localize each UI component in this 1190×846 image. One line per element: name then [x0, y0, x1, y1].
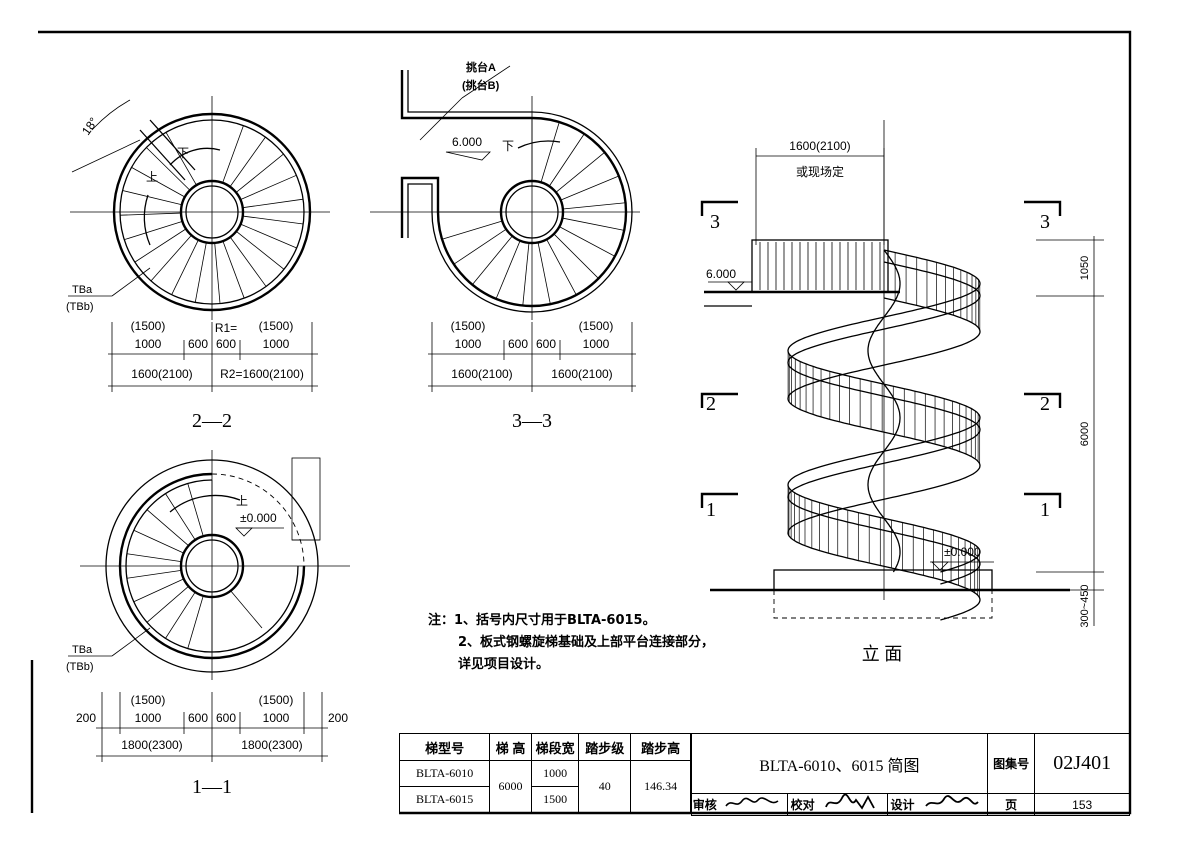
svg-text:1000: 1000: [583, 337, 610, 351]
level-6000: 6.000: [452, 135, 482, 149]
note-1: 1、括号内尺寸用于BLTA-6015。: [454, 613, 656, 628]
down-label: 下: [177, 146, 189, 160]
row-width: 1000: [530, 760, 580, 787]
view-title: 立 面: [862, 644, 903, 664]
level-top: 6.000: [706, 267, 736, 281]
design-label: 设计: [886, 793, 918, 816]
plan-2-2: 18° 下 上 TBa (TBb) (1500) 1000 600 R1= 60…: [66, 96, 330, 432]
down-label: 下: [502, 139, 514, 153]
up-label: 上: [236, 494, 248, 508]
svg-text:(1500): (1500): [579, 319, 614, 333]
plan-1-1: 上 ±0.000 TBa (TBb) 200 (1500) 1000 600 6…: [66, 450, 350, 798]
svg-text:R2=1600(2100): R2=1600(2100): [220, 367, 304, 381]
plan-3-3: 6.000 下 挑台A (挑台B) (1500) 1000 600 600 (1…: [370, 60, 640, 432]
note-2: 2、板式钢螺旋梯基础及上部平台连接部分，: [458, 635, 715, 650]
svg-text:1800(2300): 1800(2300): [121, 738, 182, 752]
row-width: 1500: [530, 786, 580, 813]
tb-label-alt: (TBb): [66, 301, 94, 313]
width-dim: 1600(2100): [789, 139, 850, 153]
row-model: BLTA-6015: [398, 786, 491, 813]
svg-text:(1500): (1500): [131, 319, 166, 333]
svg-text:1000: 1000: [263, 337, 290, 351]
svg-text:300~450: 300~450: [1079, 584, 1091, 627]
svg-text:600: 600: [188, 337, 208, 351]
page-label: 页: [986, 793, 1036, 816]
svg-text:600: 600: [216, 711, 236, 725]
row-model: BLTA-6010: [398, 760, 491, 787]
hdr-height: 梯 高: [489, 733, 532, 761]
svg-text:600: 600: [188, 711, 208, 725]
svg-text:(1500): (1500): [259, 319, 294, 333]
check-label: 校对: [787, 793, 818, 816]
svg-text:600: 600: [216, 337, 236, 351]
row-height: 6000: [489, 760, 532, 813]
hdr-width: 梯段宽: [530, 733, 580, 761]
svg-text:1000: 1000: [455, 337, 482, 351]
level-0: ±0.000: [240, 511, 277, 525]
review-label: 审核: [691, 793, 718, 816]
notes-prefix: 注：: [428, 613, 455, 628]
svg-text:1: 1: [706, 499, 716, 521]
svg-text:200: 200: [76, 711, 96, 725]
note-3: 详见项目设计。: [458, 657, 550, 672]
atlas-no: 02J401: [1034, 733, 1130, 794]
svg-text:200: 200: [328, 711, 348, 725]
hdr-steps: 踏步级: [578, 733, 632, 761]
angle-label: 18°: [79, 115, 101, 138]
svg-text:3: 3: [1040, 211, 1050, 233]
title-block: 梯型号 梯 高 梯段宽 踏步级 踏步高 BLTA-6010 6000 1000 …: [398, 733, 1130, 816]
tb-label: TBa: [72, 644, 93, 656]
hdr-step-height: 踏步高: [630, 733, 691, 761]
svg-text:6000: 6000: [1079, 422, 1091, 446]
svg-text:1800(2300): 1800(2300): [241, 738, 302, 752]
row-steps: 40: [578, 760, 632, 813]
elevation-view: 1600(2100) 或现场定 6.000 ±0.000 1050 6000 3…: [700, 120, 1104, 664]
width-note: 或现场定: [796, 164, 844, 179]
svg-text:R1=: R1=: [215, 321, 237, 335]
svg-text:3: 3: [710, 211, 720, 233]
up-label: 上: [146, 170, 158, 184]
svg-text:1000: 1000: [263, 711, 290, 725]
svg-text:(1500): (1500): [131, 693, 166, 707]
review-signature: [717, 793, 789, 816]
svg-text:1600(2100): 1600(2100): [551, 367, 612, 381]
check-signature: [817, 793, 888, 816]
drawing-title: BLTA-6010、6015 简图: [691, 733, 988, 794]
view-title: 3—3: [512, 410, 552, 432]
level-bottom: ±0.000: [944, 545, 981, 559]
design-signature: [917, 793, 988, 816]
svg-text:1: 1: [1040, 499, 1050, 521]
atlas-label: 图集号: [986, 733, 1036, 794]
svg-text:1000: 1000: [135, 711, 162, 725]
platform-a: 挑台A: [466, 60, 496, 74]
notes: 注：1、括号内尺寸用于BLTA-6015。 2、板式钢螺旋梯基础及上部平台连接部…: [428, 610, 714, 676]
svg-text:2: 2: [1040, 393, 1050, 415]
page-no: 153: [1034, 793, 1130, 816]
view-title: 1—1: [192, 776, 232, 798]
hdr-model: 梯型号: [398, 733, 491, 761]
svg-text:2: 2: [706, 393, 716, 415]
svg-text:600: 600: [536, 337, 556, 351]
svg-text:600: 600: [508, 337, 528, 351]
svg-text:1000: 1000: [135, 337, 162, 351]
platform-b: (挑台B): [462, 78, 500, 92]
svg-text:(1500): (1500): [259, 693, 294, 707]
row-step-height: 146.34: [630, 760, 691, 813]
tb-label-alt: (TBb): [66, 661, 94, 673]
svg-text:1050: 1050: [1079, 256, 1091, 280]
svg-text:1600(2100): 1600(2100): [131, 367, 192, 381]
tb-label: TBa: [72, 284, 93, 296]
svg-text:(1500): (1500): [451, 319, 486, 333]
view-title: 2—2: [192, 410, 232, 432]
svg-text:1600(2100): 1600(2100): [451, 367, 512, 381]
